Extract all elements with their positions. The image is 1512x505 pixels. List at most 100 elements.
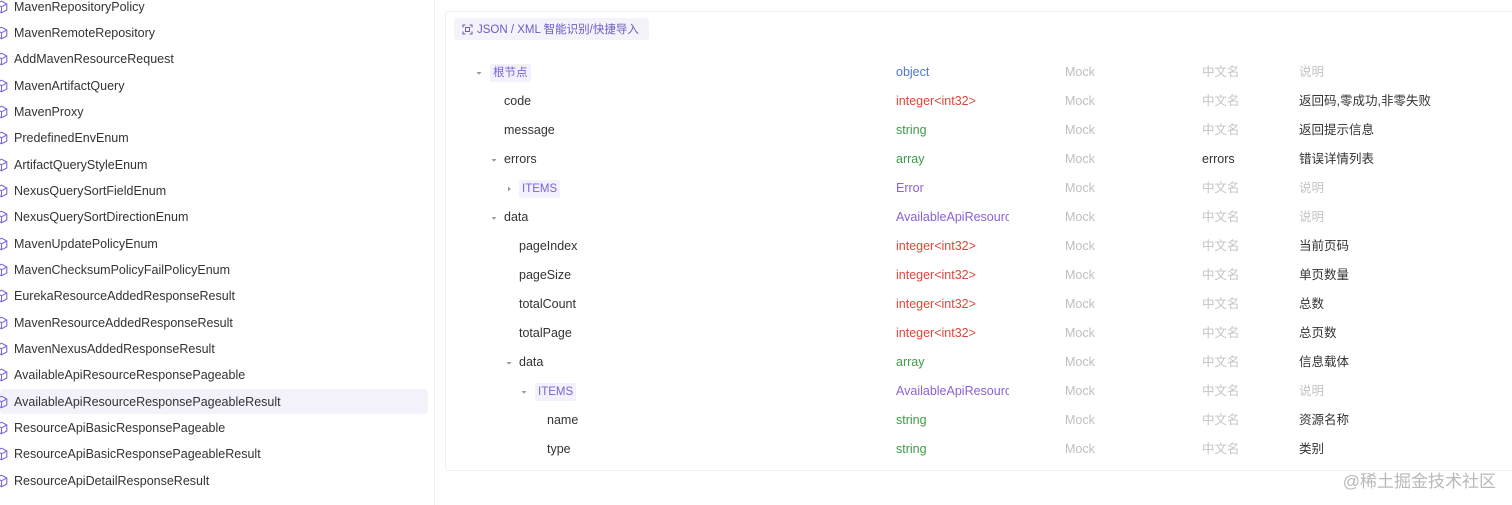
field-cn-name[interactable]: 中文名 <box>1202 355 1240 369</box>
caret-right-icon[interactable] <box>504 174 514 203</box>
sidebar-item[interactable]: AvailableApiResourceResponsePageable <box>0 363 428 388</box>
field-name[interactable]: type <box>547 435 571 464</box>
field-mock[interactable]: Mock <box>1065 181 1095 195</box>
field-cn-name[interactable]: 中文名 <box>1202 181 1240 195</box>
field-mock[interactable]: Mock <box>1065 413 1095 427</box>
field-type[interactable]: string <box>896 123 927 137</box>
sidebar-item[interactable]: MavenArtifactQuery <box>0 73 428 98</box>
sidebar-item[interactable]: MavenRemoteRepository <box>0 20 428 45</box>
sidebar-item[interactable]: MavenProxy <box>0 99 428 124</box>
field-description[interactable]: 说明 <box>1299 65 1325 79</box>
field-cn-name[interactable]: 中文名 <box>1202 123 1240 137</box>
field-type[interactable]: AvailableApiResourc <box>896 210 1009 224</box>
schema-row[interactable]: data AvailableApiResourc Mock 中文名 说明 <box>0 203 1512 232</box>
field-description[interactable]: 错误详情列表 <box>1299 152 1375 166</box>
field-cn-name[interactable]: 中文名 <box>1202 326 1240 340</box>
field-mock[interactable]: Mock <box>1065 210 1095 224</box>
field-cn-name[interactable]: 中文名 <box>1202 297 1240 311</box>
field-mock[interactable]: Mock <box>1065 355 1095 369</box>
field-description[interactable]: 说明 <box>1299 210 1325 224</box>
caret-down-icon[interactable] <box>474 58 484 87</box>
sidebar-item[interactable]: MavenResourceAddedResponseResult <box>0 310 428 335</box>
field-name[interactable]: name <box>547 406 578 435</box>
sidebar-item[interactable]: ResourceApiBasicResponsePageable <box>0 416 428 441</box>
field-description[interactable]: 说明 <box>1299 181 1325 195</box>
sidebar-item[interactable]: PredefinedEnvEnum <box>0 126 428 151</box>
schema-row[interactable]: code integer<int32> Mock 中文名 返回码,零成功,非零失败 <box>0 87 1512 116</box>
field-type[interactable]: integer<int32> <box>896 268 976 282</box>
field-type[interactable]: AvailableApiResourc <box>896 384 1009 398</box>
field-cn-name[interactable]: errors <box>1202 152 1235 166</box>
field-mock[interactable]: Mock <box>1065 326 1095 340</box>
field-mock[interactable]: Mock <box>1065 384 1095 398</box>
field-name[interactable]: code <box>504 87 531 116</box>
field-mock[interactable]: Mock <box>1065 268 1095 282</box>
field-description[interactable]: 说明 <box>1299 384 1325 398</box>
field-cn-name[interactable]: 中文名 <box>1202 94 1240 108</box>
field-name[interactable]: message <box>504 116 555 145</box>
field-cn-name[interactable]: 中文名 <box>1202 442 1240 456</box>
field-type[interactable]: array <box>896 152 925 166</box>
field-description[interactable]: 返回码,零成功,非零失败 <box>1299 94 1431 108</box>
sidebar-item[interactable]: AddMavenResourceRequest <box>0 47 428 72</box>
sidebar-item[interactable]: EurekaResourceAddedResponseResult <box>0 284 428 309</box>
field-name[interactable]: totalPage <box>519 319 572 348</box>
field-type[interactable]: integer<int32> <box>896 239 976 253</box>
caret-down-icon[interactable] <box>489 203 499 232</box>
field-description[interactable]: 类别 <box>1299 442 1325 456</box>
field-mock[interactable]: Mock <box>1065 442 1095 456</box>
field-name[interactable]: 根节点 <box>490 58 531 87</box>
field-cn-name[interactable]: 中文名 <box>1202 239 1240 253</box>
field-name[interactable]: pageSize <box>519 261 571 290</box>
field-cn-name[interactable]: 中文名 <box>1202 384 1240 398</box>
field-description[interactable]: 总数 <box>1299 297 1325 311</box>
field-name[interactable]: ITEMS <box>535 377 577 406</box>
field-mock[interactable]: Mock <box>1065 65 1095 79</box>
field-cn-name[interactable]: 中文名 <box>1202 413 1240 427</box>
caret-down-icon[interactable] <box>519 377 529 406</box>
field-description[interactable]: 当前页码 <box>1299 239 1350 253</box>
field-type[interactable]: string <box>896 413 927 427</box>
schema-row[interactable]: type string Mock 中文名 类别 <box>0 435 1512 464</box>
field-name[interactable]: pageIndex <box>519 232 577 261</box>
field-description[interactable]: 信息载体 <box>1299 355 1350 369</box>
field-mock[interactable]: Mock <box>1065 123 1095 137</box>
field-type[interactable]: string <box>896 442 927 456</box>
schema-row[interactable]: data array Mock 中文名 信息载体 <box>0 348 1512 377</box>
field-name[interactable]: data <box>504 203 528 232</box>
sidebar-item[interactable]: MavenRepositoryPolicy <box>0 0 428 19</box>
sidebar-item[interactable]: NexusQuerySortFieldEnum <box>0 178 428 203</box>
sidebar-item[interactable]: MavenUpdatePolicyEnum <box>0 231 428 256</box>
sidebar-item[interactable]: AvailableApiResourceResponsePageableResu… <box>0 389 428 415</box>
field-type[interactable]: integer<int32> <box>896 297 976 311</box>
json-xml-import-button[interactable]: JSON / XML 智能识别/快捷导入 <box>454 18 649 40</box>
field-name[interactable]: data <box>519 348 543 377</box>
schema-row[interactable]: ITEMS AvailableApiResourc Mock 中文名 说明 <box>0 377 1512 406</box>
field-type[interactable]: integer<int32> <box>896 94 976 108</box>
schema-row[interactable]: 根节点 object Mock 中文名 说明 <box>0 58 1512 87</box>
field-type[interactable]: array <box>896 355 925 369</box>
field-mock[interactable]: Mock <box>1065 94 1095 108</box>
caret-down-icon[interactable] <box>504 348 514 377</box>
schema-row[interactable]: message string Mock 中文名 返回提示信息 <box>0 116 1512 145</box>
field-cn-name[interactable]: 中文名 <box>1202 210 1240 224</box>
field-description[interactable]: 返回提示信息 <box>1299 123 1375 137</box>
sidebar-item[interactable]: ResourceApiDetailResponseResult <box>0 468 428 493</box>
field-type[interactable]: object <box>896 65 930 79</box>
field-cn-name[interactable]: 中文名 <box>1202 65 1240 79</box>
field-type[interactable]: Error <box>896 181 924 195</box>
field-mock[interactable]: Mock <box>1065 152 1095 166</box>
field-name[interactable]: errors <box>504 145 537 174</box>
field-description[interactable]: 单页数量 <box>1299 268 1350 282</box>
sidebar-item[interactable]: MavenChecksumPolicyFailPolicyEnum <box>0 258 428 283</box>
field-type[interactable]: integer<int32> <box>896 326 976 340</box>
sidebar-item[interactable]: NexusQuerySortDirectionEnum <box>0 205 428 230</box>
schema-row[interactable]: name string Mock 中文名 资源名称 <box>0 406 1512 435</box>
sidebar-item[interactable]: MavenNexusAddedResponseResult <box>0 337 428 362</box>
field-description[interactable]: 资源名称 <box>1299 413 1350 427</box>
